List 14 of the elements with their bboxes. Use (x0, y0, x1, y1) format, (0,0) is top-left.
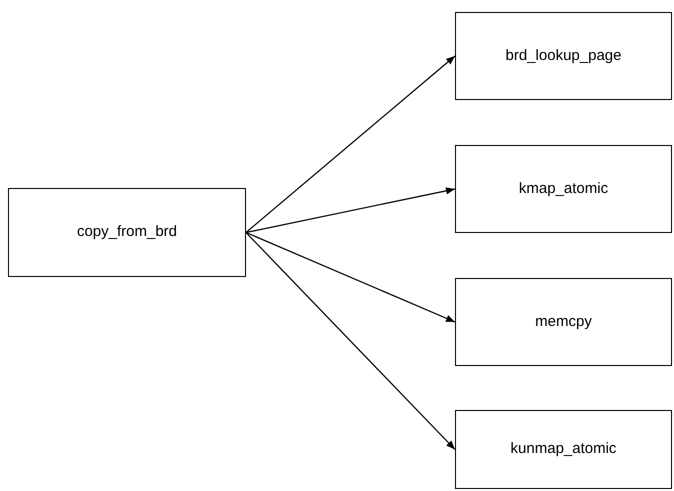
function-box (455, 12, 672, 100)
arrow (246, 232, 456, 450)
function-box (455, 145, 672, 233)
function-name: memcpy (535, 312, 592, 332)
function-box (455, 278, 672, 366)
arrow (246, 187, 456, 234)
function-name: kunmap_atomic (510, 439, 616, 460)
function-name: kmap_atomic (518, 178, 608, 199)
arrow (246, 56, 456, 233)
function-name: copy_from_brd (76, 222, 178, 242)
function-name: brd_lookup_page (506, 46, 622, 66)
arrow (246, 232, 456, 323)
function-box (8, 188, 246, 277)
function-box (455, 410, 672, 489)
